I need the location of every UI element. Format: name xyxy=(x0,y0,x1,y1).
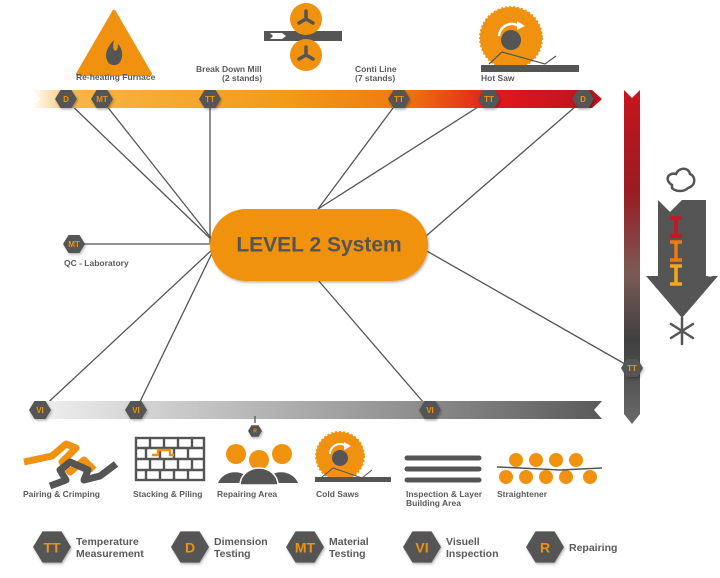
layers-icon xyxy=(404,455,482,483)
hex-badge-shape xyxy=(63,235,85,253)
breakdown-mill-label: Break Down Mill xyxy=(196,64,262,74)
legend-sublabel: Testing xyxy=(214,548,251,560)
legend-sublabel: Measurement xyxy=(76,548,144,560)
finishing-line xyxy=(30,401,602,419)
level2-system-node[interactable]: LEVEL 2 System xyxy=(210,209,428,281)
straightener-label: Straightener xyxy=(497,489,548,499)
hex-badge-shape xyxy=(419,401,441,419)
cooling-bed-label: Cooling Bed xyxy=(706,230,715,277)
cooling-line xyxy=(624,90,640,424)
legend-badge-tt[interactable]: TT xyxy=(33,531,71,563)
legend-label: Repairing xyxy=(569,542,617,554)
measurement-nodes: D MT TT TT TT D MT TT VI VI VI R xyxy=(29,90,643,437)
bottom-node-vi[interactable]: VI xyxy=(29,401,51,419)
legend-label: Visuell xyxy=(446,536,480,548)
hex-badge-code: R xyxy=(540,540,550,556)
repairing-area-label: Repairing Area xyxy=(217,489,277,499)
legend-badge-r[interactable]: R xyxy=(526,531,564,563)
top-node-d[interactable]: D xyxy=(572,90,594,108)
hex-badge-shape xyxy=(33,531,71,563)
legend-badge-d[interactable]: D xyxy=(171,531,209,563)
legend-label: Material xyxy=(329,536,369,548)
hex-badge-shape xyxy=(286,531,324,563)
hex-badge-code: D xyxy=(580,95,586,104)
hex-badge-code: TT xyxy=(484,95,494,104)
legend-badge-vi[interactable]: VI xyxy=(403,531,441,563)
top-node-tt[interactable]: TT xyxy=(388,90,410,108)
top-node-tt[interactable]: TT xyxy=(478,90,500,108)
legend-badge-mt[interactable]: MT xyxy=(286,531,324,563)
legend-sublabel: Testing xyxy=(329,548,366,560)
cooling-bed-icon[interactable]: Cooling Bed xyxy=(646,200,718,318)
rolling-mill-icon xyxy=(264,3,342,71)
hex-badge-shape xyxy=(248,425,262,437)
hex-badge-code: MT xyxy=(295,540,316,556)
crimping-icon xyxy=(23,440,119,490)
qc-laboratory-label: QC - Laboratory xyxy=(64,258,129,268)
hex-badge-code: D xyxy=(63,95,69,104)
hex-badge-shape xyxy=(388,90,410,108)
people-icon xyxy=(218,444,298,486)
hex-badge-shape xyxy=(171,531,209,563)
conti-line-sublabel: (7 stands) xyxy=(355,73,395,83)
rollers-icon xyxy=(496,453,603,484)
hex-badge-code: TT xyxy=(205,95,215,104)
hex-badge-code: TT xyxy=(394,95,404,104)
connector-lines xyxy=(39,99,633,411)
conti-line-label: Conti Line xyxy=(355,64,397,74)
legend-label: Dimension xyxy=(214,536,268,548)
hex-badge-code: VI xyxy=(415,540,428,556)
hex-badge-code: VI xyxy=(36,406,44,415)
furnace-label: Re-heating Furnace xyxy=(76,72,156,82)
hex-badge-shape xyxy=(91,90,113,108)
inspection-layer-label: Inspection & Layer xyxy=(406,489,483,499)
hex-badge-shape xyxy=(199,90,221,108)
circular-saw-icon xyxy=(315,431,391,482)
bottom-node-vi[interactable]: VI xyxy=(125,401,147,419)
hex-badge-shape xyxy=(55,90,77,108)
legend-label: Temperature xyxy=(76,536,139,548)
top-node-tt[interactable]: TT xyxy=(199,90,221,108)
hex-badge-code: MT xyxy=(96,95,108,104)
hex-badge-code: D xyxy=(185,540,195,556)
breakdown-mill-sublabel: (2 stands) xyxy=(222,73,262,83)
hex-badge-shape xyxy=(572,90,594,108)
fire-warning-icon xyxy=(76,10,152,76)
hex-badge-shape xyxy=(526,531,564,563)
hex-badge-shape xyxy=(29,401,51,419)
steam-icon xyxy=(666,167,696,193)
hot-rolling-line xyxy=(32,90,602,108)
hex-badge-code: VI xyxy=(132,406,140,415)
pairing-crimping-label: Pairing & Crimping xyxy=(23,489,100,499)
hex-badge-code: R xyxy=(253,429,257,435)
bottom-node-vi[interactable]: VI xyxy=(419,401,441,419)
legend-sublabel: Inspection xyxy=(446,548,499,560)
hex-badge-shape xyxy=(478,90,500,108)
hex-badge-code: VI xyxy=(426,406,434,415)
hex-badge-shape xyxy=(403,531,441,563)
circular-saw-icon xyxy=(479,6,579,72)
repair-node[interactable]: R xyxy=(248,425,262,437)
qc-laboratory-node[interactable]: MT xyxy=(63,235,85,253)
stacking-piling-label: Stacking & Piling xyxy=(133,489,202,499)
stacking-icon xyxy=(134,436,206,482)
hex-badge-shape xyxy=(621,359,643,377)
hex-badge-code: TT xyxy=(627,364,637,373)
top-node-mt[interactable]: MT xyxy=(91,90,113,108)
snowflake-icon xyxy=(669,316,695,346)
inspection-layer-sublabel: Building Area xyxy=(406,498,461,508)
hex-badge-shape xyxy=(125,401,147,419)
cooling-bed-node[interactable]: TT xyxy=(621,359,643,377)
level2-system-label: LEVEL 2 System xyxy=(236,234,401,257)
hot-saw-label: Hot Saw xyxy=(481,73,515,83)
cold-saws-label: Cold Saws xyxy=(316,489,359,499)
hex-badge-code: MT xyxy=(68,240,80,249)
hex-badge-code: TT xyxy=(43,540,61,556)
top-node-d[interactable]: D xyxy=(55,90,77,108)
